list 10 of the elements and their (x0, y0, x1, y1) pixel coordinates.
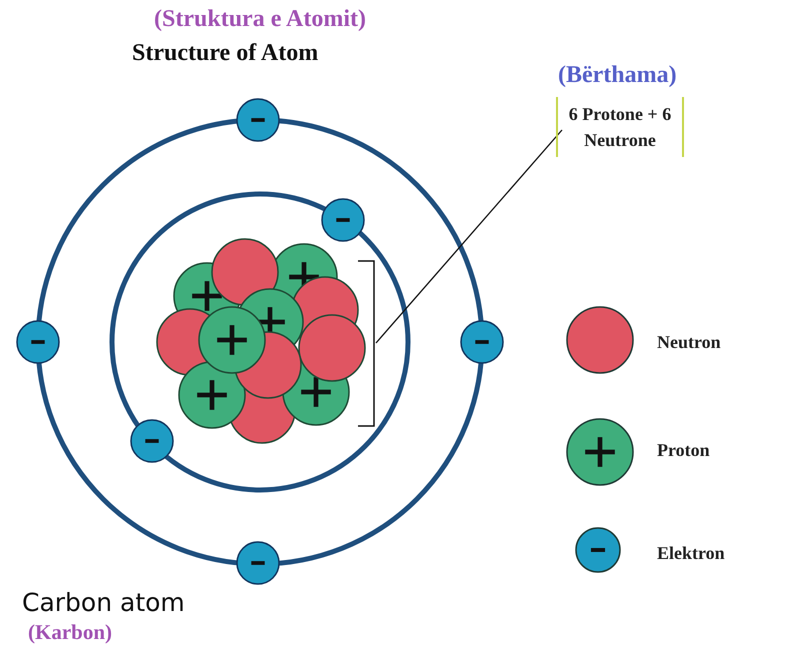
legend-label: Neutron (657, 332, 721, 353)
title: (Struktura e Atomit) (153, 6, 367, 33)
caption-text: (Karbon) (28, 620, 112, 645)
callout-text: 6 Protone + 6 Neutrone (556, 97, 684, 158)
callout-heading: (Bërthama) (558, 62, 678, 89)
leader-line (376, 130, 562, 344)
legend-label: Proton (657, 440, 710, 461)
caption-text: Carbon atom (22, 588, 185, 617)
legend-label: Elektron (657, 543, 725, 564)
subtitle: Structure of Atom (132, 40, 318, 67)
